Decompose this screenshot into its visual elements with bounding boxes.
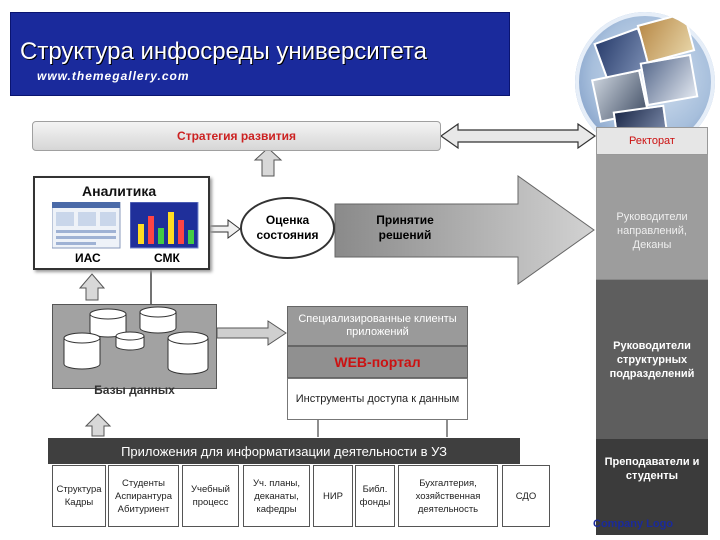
assessment-ellipse: Оценка состояния — [240, 197, 335, 259]
database-cylinders-icon — [63, 306, 209, 375]
app-item: Учебный процесс — [182, 465, 239, 527]
databases-label: Базы данных — [94, 383, 175, 397]
role-structural-heads: Руководители структурных подразделений — [596, 279, 708, 439]
arrow-up-icon — [84, 413, 112, 437]
app-item: НИР — [313, 465, 353, 527]
role-rectorate: Ректорат — [596, 127, 708, 155]
arrow-up-icon — [78, 273, 106, 301]
ias-label: ИАС — [75, 251, 101, 265]
arrow-right-icon — [209, 219, 241, 239]
ias-screenshot-icon — [52, 202, 121, 249]
app-item: Библ. фонды — [355, 465, 395, 527]
app-item: Уч. планы, деканаты, кафедры — [243, 465, 310, 527]
app-item: СДО — [502, 465, 550, 527]
company-logo: Company Logo — [593, 518, 674, 530]
web-portal-box: WEB-портал — [287, 346, 468, 378]
arrow-right-icon — [216, 320, 287, 346]
roles-panel: Ректорат Руководители направлений, Декан… — [596, 127, 708, 535]
page-title: Структура инфосреды университета — [20, 38, 427, 65]
decision-label: Принятие решений — [376, 213, 434, 242]
arrow-up-icon — [253, 147, 283, 177]
smk-chart-icon — [130, 202, 199, 249]
app-item: Структура Кадры — [52, 465, 106, 527]
applications-header: Приложения для информатизации деятельнос… — [48, 438, 520, 464]
website-url: www.themegallery.com — [37, 69, 190, 83]
strategy-bar: Стратегия развития — [32, 121, 441, 151]
specialized-clients-box: Специализированные клиенты приложений — [287, 306, 468, 346]
smk-label: СМК — [154, 251, 180, 265]
app-item: Студенты Аспирантура Абитуриент — [108, 465, 179, 527]
role-teachers-students: Преподаватели и студенты — [596, 439, 708, 535]
app-item: Бухгалтерия, хозяйственная деятельность — [398, 465, 498, 527]
title-banner — [10, 12, 510, 96]
analytics-title: Аналитика — [82, 183, 157, 199]
double-arrow-icon — [439, 122, 597, 150]
access-tools-box: Инструменты доступа к данным — [287, 378, 468, 420]
decision-arrow — [334, 175, 595, 285]
